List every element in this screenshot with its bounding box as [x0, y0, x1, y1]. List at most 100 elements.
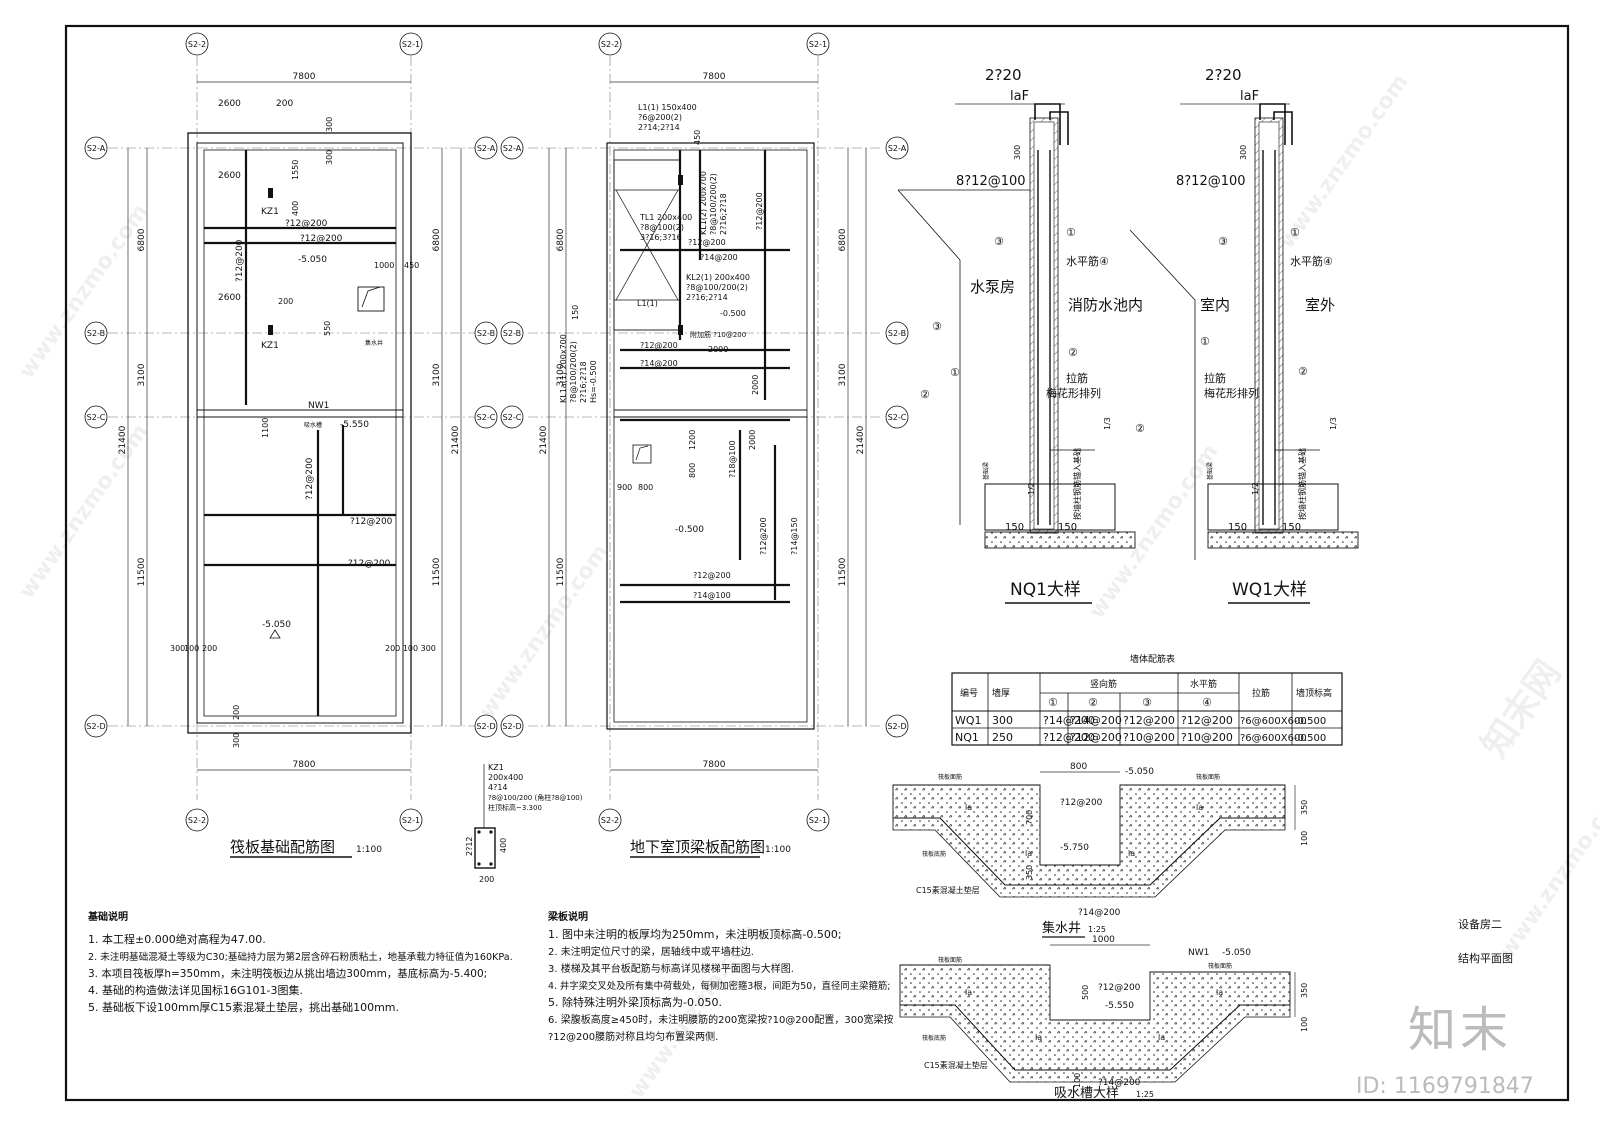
beam-label: 2?16;2?18 [719, 193, 728, 235]
kz1-size: 200x400 [488, 773, 523, 782]
rebar-label-v: ?14@150 [790, 517, 799, 555]
svg-text:S2-A: S2-A [888, 144, 907, 153]
svg-text:S2-2: S2-2 [601, 816, 619, 825]
sump-plate-r: 筏板面筋 [1196, 773, 1220, 781]
beam-label-tl1: TL1 200x400 [639, 213, 692, 222]
dim-2000b: 2000 [748, 430, 757, 450]
elevation-roof: -0.500 [675, 525, 704, 535]
wq1-tie2: 梅花形排列 [1204, 386, 1259, 400]
elevation-bottom: -5.050 [262, 620, 291, 630]
beam-label: Hs=-0.500 [589, 360, 598, 403]
wq1-title: WQ1大样 [1232, 580, 1307, 600]
dim-total-2r: 21400 [856, 425, 866, 454]
rebar-label: ?14@200 [700, 253, 738, 262]
svg-text:www.znzmo.com: www.znzmo.com [14, 420, 153, 604]
suction-c15: C15素混凝土垫层 [924, 1060, 988, 1070]
wq1-left-label: 室内 [1200, 296, 1230, 314]
sump-scale: 1:25 [1088, 925, 1106, 934]
beam-label: ?8@100/200(2) [686, 283, 748, 292]
wq1-n2: ② [1298, 365, 1308, 378]
suction-350: 350 [1300, 983, 1309, 998]
nq1-title: NQ1大样 [1010, 580, 1081, 600]
dim-800: 800 [688, 463, 697, 478]
dim-300c: 300 [232, 733, 241, 748]
beam-label: ?8@100(2) [640, 223, 684, 232]
nq1-detail: 2?20 laF 8?12@100 300 ③ ① 水平筋④ 水泵房 消防水池内… [897, 66, 1196, 604]
grid-bubble: S2-B [84, 321, 108, 345]
svg-text:-0.500: -0.500 [1294, 733, 1326, 744]
dim-300: 300 [325, 117, 334, 132]
nq1-laf: laF [1010, 89, 1029, 104]
nq1-tie: 拉筋 [1066, 371, 1088, 385]
svg-text:?12@200: ?12@200 [1181, 714, 1233, 727]
nq1-right-label: 消防水池内 [1068, 296, 1143, 314]
grid-bubble: S2-B [474, 321, 498, 345]
grid-bubble: S2-C [474, 405, 498, 429]
notes1-line: 1. 本工程±0.000绝对高程为47.00. [88, 932, 266, 946]
foundation-notes: 基础说明 1. 本工程±0.000绝对高程为47.00. 2. 未注明基础混凝土… [87, 910, 513, 1014]
grid-bubble: S2-C [500, 405, 524, 429]
grid-bubble: S2-1 [399, 808, 423, 832]
nq1-n1b: ① [950, 366, 960, 379]
column-kz1-2 [268, 325, 273, 335]
label-suction: 吸水槽 [304, 421, 322, 429]
drawing-title-roof: 地下室顶梁板配筋图 [630, 838, 765, 856]
opening [632, 444, 652, 464]
wq1-150b: 150 [1282, 522, 1301, 533]
grid-bubble: S2-2 [185, 808, 209, 832]
wq1-n1b: ① [1200, 335, 1210, 348]
th: 墙顶标高 [1296, 687, 1332, 699]
svg-text:S2-A: S2-A [503, 144, 522, 153]
grid-bubble: S2-D [84, 714, 108, 738]
notes2-line: 2. 未注明定位尺寸的梁，居轴线中或平墙柱边. [548, 945, 754, 958]
notes2-line: ?12@200腰筋对称且均匀布置梁两侧. [548, 1030, 718, 1043]
grid-bubble: S2-2 [598, 32, 622, 56]
suction-elev2: -5.550 [1105, 1001, 1134, 1011]
svg-text:?6@600X600: ?6@600X600 [1240, 716, 1307, 727]
roof-outline [606, 142, 815, 730]
svg-text:www.znzmo.com: www.znzmo.com [474, 540, 613, 724]
grid-bubble: S2-A [84, 136, 108, 160]
dim-3100: 3100 [137, 363, 147, 386]
th: ③ [1142, 696, 1152, 709]
svg-text:S2-B: S2-B [503, 329, 521, 338]
svg-text:S2-2: S2-2 [601, 40, 619, 49]
grid-bubble: S2-A [500, 136, 524, 160]
nq1-note: 按墙柱钢筋锚入基础 [1072, 448, 1082, 520]
svg-text:S2-1: S2-1 [402, 40, 420, 49]
nq1-tie2: 梅花形排列 [1046, 386, 1101, 400]
svg-text:S2-C: S2-C [503, 413, 522, 422]
rebar-label: ?12@200 [285, 219, 328, 229]
sump-100: 100 [1300, 831, 1309, 846]
rebar-label: ?12@200 [688, 238, 726, 247]
grid-bubble: S2-1 [806, 808, 830, 832]
dim-300-left: 300 [170, 644, 185, 653]
rebar-label-v: ?12@200 [755, 192, 764, 230]
nq1-n3: ③ [994, 235, 1004, 248]
label-sump: 集水井 [365, 339, 383, 347]
dim-2600c: 2600 [218, 293, 241, 303]
svg-text:?12@200: ?12@200 [1123, 714, 1175, 727]
dim-6800-2: 6800 [556, 228, 566, 251]
suction-100b: 100 [1073, 1073, 1082, 1088]
label-nw1: NW1 [308, 401, 329, 411]
dim-width-bottom: 7800 [293, 760, 316, 770]
wq1-frac2: 1/2 [1251, 482, 1260, 495]
sump-la2: la [1025, 849, 1032, 858]
nq1-n2: ② [1068, 346, 1078, 359]
beam-label: 2?14;2?14 [638, 123, 680, 132]
suction-la4: la [1216, 988, 1223, 997]
svg-text:S2-1: S2-1 [809, 40, 827, 49]
svg-text:S2-D: S2-D [887, 722, 906, 731]
sump-350: 350 [1025, 865, 1034, 880]
nq1-left-label: 水泵房 [970, 278, 1015, 296]
wq1-300: 300 [1239, 145, 1248, 160]
suction-w: 1000 [1092, 935, 1115, 945]
suction-elev: -5.050 [1222, 948, 1251, 958]
dim-800b: 800 [638, 483, 653, 492]
svg-text:?10@200: ?10@200 [1181, 731, 1233, 744]
rebar-label: ?12@200 [350, 517, 393, 527]
suction-plate: 筏板面筋 [938, 956, 962, 964]
svg-text:NQ1: NQ1 [955, 731, 979, 744]
